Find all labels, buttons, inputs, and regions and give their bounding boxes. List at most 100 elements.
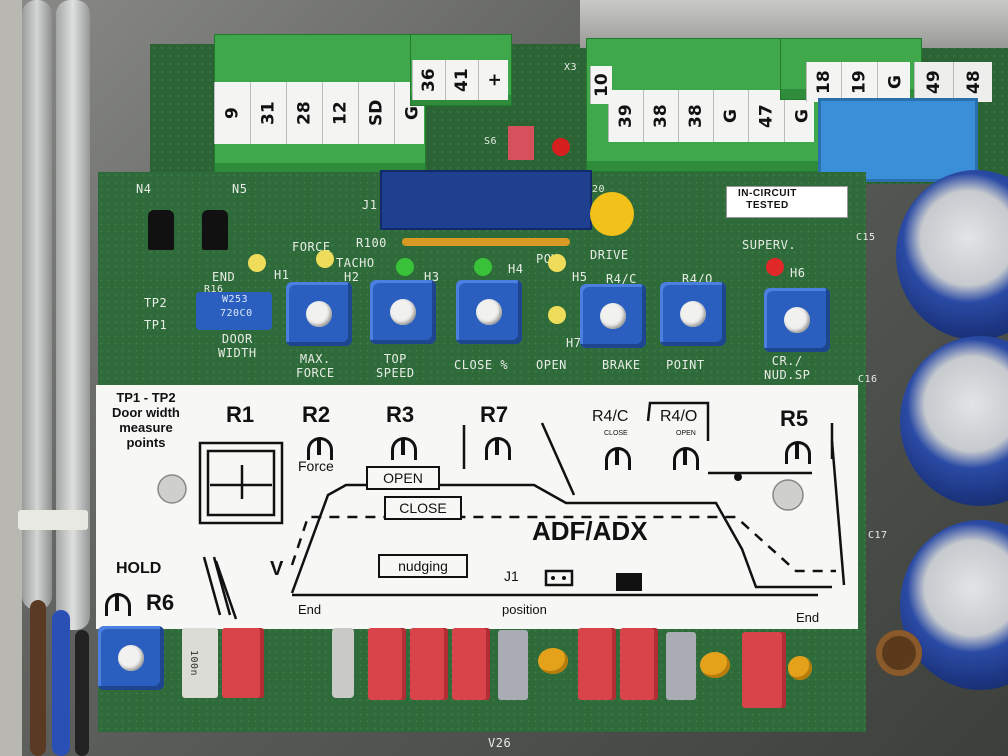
label-position: position xyxy=(502,602,547,617)
film-capacitor xyxy=(578,628,616,700)
label-end-right: End xyxy=(796,610,820,625)
terminal-label: 47 xyxy=(748,90,784,142)
silk-c16: C16 xyxy=(858,374,878,385)
silk-superv: SUPERV. xyxy=(742,238,797,252)
esd-warning-icon xyxy=(590,192,634,236)
terminal-label: 28 xyxy=(286,82,322,144)
silk-tacho: TACHO xyxy=(336,256,375,270)
terminal-label-partial: 10 xyxy=(590,66,613,104)
tantalum-capacitor xyxy=(538,648,568,674)
silk-c15: C15 xyxy=(856,232,876,243)
resistor-r100 xyxy=(402,238,570,246)
transistor-n4 xyxy=(148,210,174,250)
film-capacitor xyxy=(368,628,406,700)
silk-n5: N5 xyxy=(232,182,248,196)
enclosure-wall xyxy=(0,0,22,756)
silk-max-force: MAX. FORCE xyxy=(296,352,335,380)
silk-20: 20 xyxy=(592,184,606,195)
silk-drive: DRIVE xyxy=(590,248,629,262)
silk-v26: V26 xyxy=(488,736,512,750)
in-circuit-tested-tag xyxy=(726,186,848,218)
trimmer-symbol-icon xyxy=(672,444,699,470)
silk-top-speed: TOP SPEED xyxy=(376,352,415,380)
trimmer-symbol-icon xyxy=(484,434,511,460)
grey-capacitor xyxy=(498,630,528,700)
led-tacho-green xyxy=(396,258,414,276)
led-end-yellow xyxy=(248,254,266,272)
label-force: Force xyxy=(298,458,334,474)
label-r4o: R4/O xyxy=(660,408,698,425)
terminal-labels-edge: 49 48 xyxy=(914,62,994,102)
pot-cr-nud[interactable] xyxy=(764,288,830,352)
silk-h6: H6 xyxy=(790,266,806,280)
trimmer-symbol-icon xyxy=(390,434,417,460)
silk-h4: H4 xyxy=(508,262,524,276)
silk-n4: N4 xyxy=(136,182,152,196)
led-superv-red xyxy=(766,258,784,276)
terminal-label: 38 xyxy=(643,90,678,142)
led-h7-yellow xyxy=(548,306,566,324)
pot-knob xyxy=(476,299,502,325)
silk-100n: 100n xyxy=(188,650,199,677)
silk-point: POINT xyxy=(666,358,705,372)
edge-connector xyxy=(380,170,592,230)
trimmer-door-width[interactable] xyxy=(196,292,272,330)
pot-brake[interactable] xyxy=(580,284,646,348)
pot-knob xyxy=(390,299,416,325)
label-v: V xyxy=(270,558,284,580)
terminal-labels-far: 18 19 G xyxy=(806,62,913,102)
pot-point[interactable] xyxy=(660,282,726,346)
terminal-label: 9 xyxy=(214,82,250,144)
film-capacitor xyxy=(620,628,658,700)
dip-switch-s6 xyxy=(508,126,534,160)
trimmer-symbol-icon xyxy=(104,590,131,616)
pot-knob xyxy=(784,307,810,333)
label-r5: R5 xyxy=(780,406,809,431)
fuse xyxy=(332,628,354,698)
led-force-yellow xyxy=(316,250,334,268)
pot-max-force[interactable] xyxy=(286,282,352,346)
silk-x3: X3 xyxy=(564,62,578,73)
pot-top-speed[interactable] xyxy=(370,280,436,344)
silk-h7: H7 xyxy=(566,336,582,350)
terminal-labels-right: 39 38 38 G 47 G xyxy=(608,90,820,142)
silk-h1: H1 xyxy=(274,268,290,282)
label-diagram xyxy=(157,401,846,620)
label-r4c: R4/C xyxy=(592,408,629,425)
electrolytic-capacitor xyxy=(900,336,1008,506)
tantalum-capacitor xyxy=(700,652,730,678)
label-r4c-sub: CLOSE xyxy=(604,430,628,437)
silk-w253: W253 xyxy=(222,294,249,305)
label-hold: HOLD xyxy=(116,560,162,577)
pot-knob xyxy=(600,303,626,329)
silk-j1: J1 xyxy=(362,198,378,212)
terminal-label: 41 xyxy=(445,60,478,100)
label-model: ADF/ADX xyxy=(532,516,648,546)
label-r7: R7 xyxy=(480,402,509,427)
trimmer-symbol-icon xyxy=(604,444,631,470)
silk-s6: S6 xyxy=(484,136,498,147)
pot-hold[interactable] xyxy=(98,626,164,690)
blue-wire xyxy=(52,610,70,756)
terminal-label: 19 xyxy=(841,62,877,102)
pot-close-pct[interactable] xyxy=(456,280,522,344)
label-open-box: OPEN xyxy=(366,466,440,490)
silk-tp1: TP1 xyxy=(144,318,168,332)
cable-tie xyxy=(18,510,88,530)
silk-cr-nud: CR./ NUD.SP xyxy=(764,354,811,382)
silk-close-pct: CLOSE % xyxy=(454,358,509,372)
silk-code: 720C0 xyxy=(220,308,253,319)
terminal-labels-mid: 36 41 + xyxy=(412,60,511,100)
label-r1: R1 xyxy=(226,402,255,427)
grey-cable xyxy=(22,0,52,610)
silk-r4c: R4/C xyxy=(606,272,637,286)
film-capacitor xyxy=(410,628,448,700)
silk-r100: R100 xyxy=(356,236,387,250)
in-circuit-tested-text: IN-CIRCUIT TESTED xyxy=(738,188,797,211)
terminal-label: 12 xyxy=(322,82,358,144)
grey-cable-2 xyxy=(56,0,90,630)
trimmer-symbol-icon xyxy=(784,438,811,464)
silk-r16: R16 xyxy=(204,284,224,295)
silk-end: END xyxy=(212,270,236,284)
terminal-label: 38 xyxy=(678,90,713,142)
